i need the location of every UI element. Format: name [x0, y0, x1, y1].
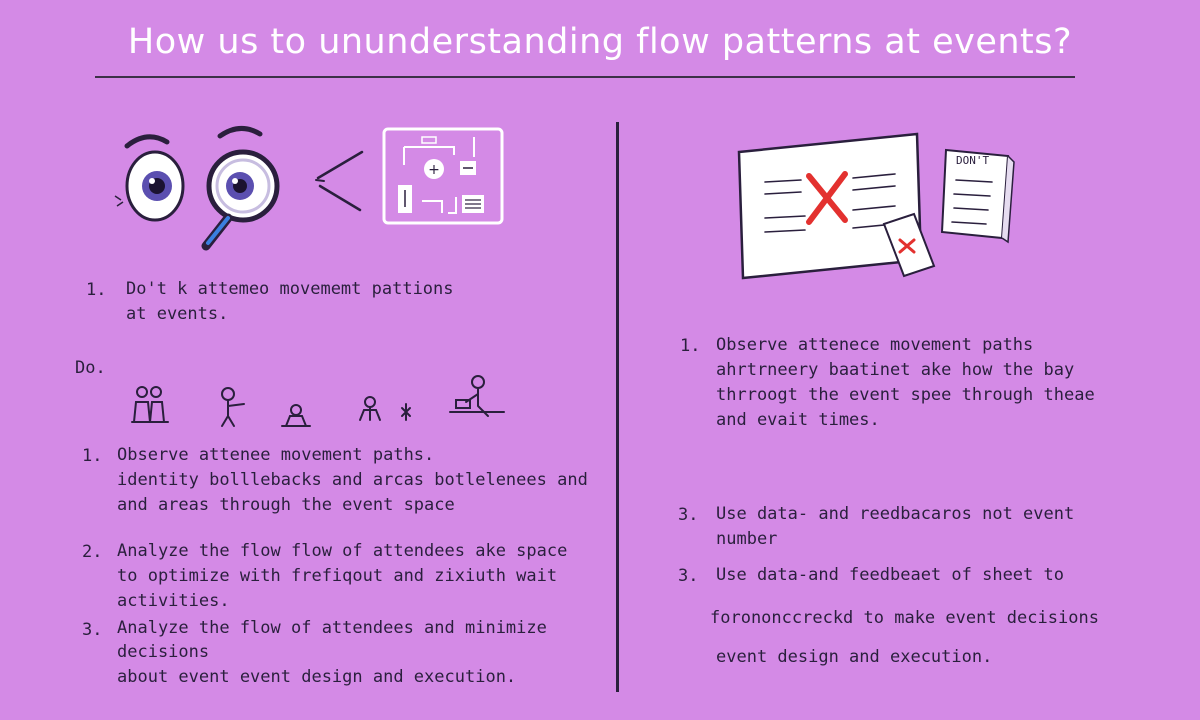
right-item-3-line-1: Use data-and feedbeaet of sheet to	[716, 565, 1064, 585]
right-item-2-line-1: Use data- and reedbacaros not event	[716, 504, 1075, 524]
people-icon	[131, 375, 505, 427]
do-item-1-line-2: identity bolllebacks and arcas botlelene…	[117, 470, 588, 490]
card-icon	[882, 212, 936, 278]
do-item-2-number: 2.	[82, 542, 103, 562]
right-item-3-number: 3.	[678, 566, 699, 586]
do-item-2-line-3: activities.	[117, 591, 230, 611]
do-item-2-line-2: to optimize with frefiqout and zixiuth w…	[117, 566, 558, 586]
x-mark-icon	[806, 171, 848, 225]
do-item-1-number: 1.	[82, 446, 103, 466]
dont-item-number: 1.	[86, 280, 107, 300]
dont-item-line-2: at events.	[126, 304, 229, 324]
do-label: Do.	[75, 358, 106, 378]
flowchart-icon: +	[382, 127, 504, 225]
right-item-1-line-3: thrroogt the event spee through theae	[716, 385, 1095, 405]
right-item-1-number: 1.	[680, 336, 701, 356]
right-item-2-number: 3.	[678, 505, 699, 525]
right-item-1-line-4: and evait times.	[716, 410, 880, 430]
do-item-2-line-1: Analyze the flow flow of attendees ake s…	[117, 541, 568, 561]
right-item-4-line-2: event design and execution.	[716, 647, 993, 667]
do-item-3-line-1: Analyze the flow of attendees and minimi…	[117, 618, 547, 638]
do-item-3-number: 3.	[82, 620, 103, 640]
title-underline	[95, 76, 1075, 78]
page-title: How us to ununderstanding flow patterns …	[127, 22, 1073, 62]
column-divider	[616, 122, 619, 692]
checklist-icon: DON'T	[940, 146, 1015, 244]
magnifier-icon	[201, 126, 280, 251]
pointer-lines-icon	[315, 150, 364, 212]
do-item-3-line-3: about event event design and execution.	[117, 667, 517, 687]
right-item-2-line-2: number	[716, 529, 778, 549]
right-item-1-line-2: ahrtrneery baatinet ake how the bay	[716, 360, 1075, 380]
eye-icon	[114, 134, 185, 222]
right-item-1-line-1: Observe attenece movement paths	[716, 335, 1034, 355]
right-item-4-line-1: forononccreckd to make event decisions	[710, 608, 1099, 628]
checklist-label: DON'T	[956, 154, 990, 167]
svg-text:+: +	[428, 162, 440, 178]
dont-item-line-1: Do't k attemeo movememt pattions	[126, 279, 454, 299]
do-item-1-line-3: and areas through the event space	[117, 495, 455, 515]
do-item-1-line-1: Observe attenee movement paths.	[117, 445, 435, 465]
do-item-3-line-2: decisions	[117, 642, 210, 662]
